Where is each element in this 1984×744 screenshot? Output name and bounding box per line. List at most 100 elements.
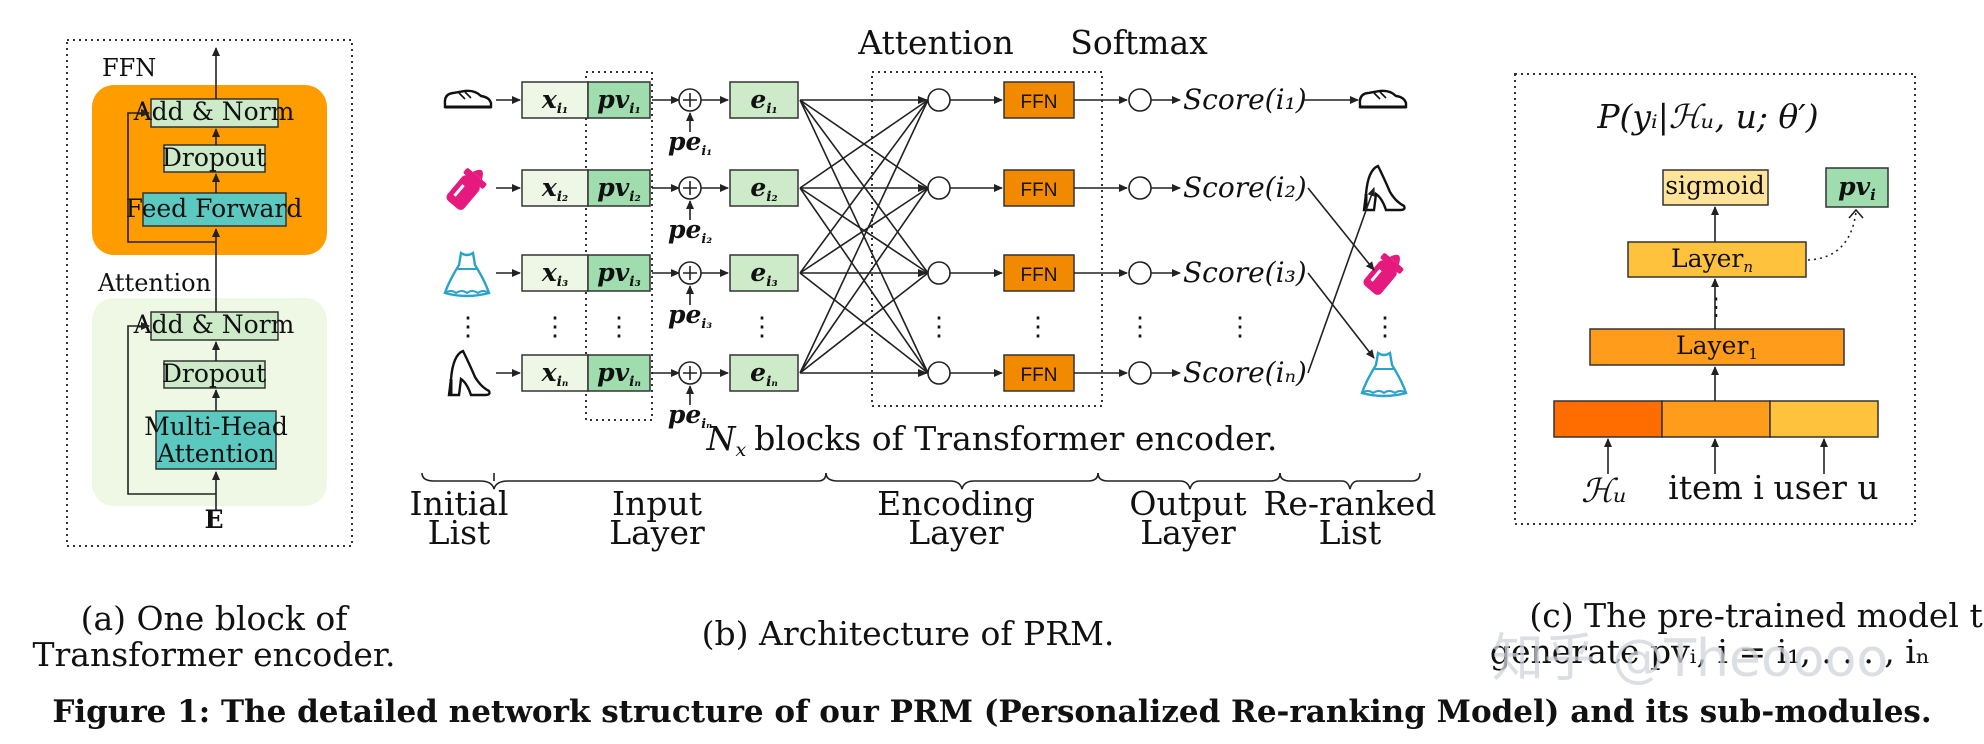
bottle-icon xyxy=(1359,247,1409,299)
shoe-icon xyxy=(443,89,493,109)
score-arg: iₙ xyxy=(1276,356,1296,389)
mha-label-line1: Multi-Head xyxy=(144,412,288,441)
input-feature-label: xiₙ xyxy=(541,358,569,390)
x-sub: i₂ xyxy=(557,189,568,205)
dropout-box-top xyxy=(163,144,266,173)
pe-label: peiₙ xyxy=(668,400,712,432)
input-feature-label: xi₁ xyxy=(541,85,568,117)
e-sub: i₂ xyxy=(766,189,777,205)
input-feature-box xyxy=(521,254,589,292)
rerank-arrow xyxy=(1307,272,1375,359)
pv-output-sub: i xyxy=(1870,186,1876,204)
e-base: e xyxy=(750,85,766,114)
svg-text:⋮: ⋮ xyxy=(926,312,952,342)
pv-label: pvi₂ xyxy=(597,173,640,205)
section-label-line2: Layer xyxy=(609,513,705,552)
embedding-box xyxy=(729,81,799,119)
layer-1-base: Layer xyxy=(1676,331,1748,360)
layer-ellipsis: ⋮ xyxy=(1704,293,1728,321)
input-feature-box xyxy=(521,354,589,392)
encoder-dotted-group xyxy=(871,71,1103,407)
attention-label: Attention xyxy=(97,269,211,297)
ffn-box-label: FFN xyxy=(1021,265,1058,286)
rerank-arrow xyxy=(1307,187,1375,271)
embedding-label: eiₙ xyxy=(750,358,778,390)
dress-icon xyxy=(443,251,491,298)
x-sub: i₃ xyxy=(557,274,568,290)
svg-text:⋮: ⋮ xyxy=(1227,312,1253,342)
pv-box xyxy=(587,169,651,207)
pv-base: pv xyxy=(597,173,629,202)
caption-b: (b) Architecture of PRM. xyxy=(702,614,1115,653)
score-label: Score(i₁) xyxy=(1183,83,1307,116)
score-label: Score(i₃) xyxy=(1183,256,1307,289)
pv-sub: i₁ xyxy=(629,101,640,117)
x-base: x xyxy=(541,85,558,114)
score-label: Score(iₙ) xyxy=(1183,356,1307,389)
score-prefix: Score( xyxy=(1183,256,1277,289)
pv-dotted-group xyxy=(585,71,653,421)
add-norm-label-bottom: Add & Norm xyxy=(133,310,295,339)
attention-header: Attention xyxy=(857,23,1014,62)
score-arg: i₂ xyxy=(1276,171,1296,204)
section-label-line1: Re-ranked xyxy=(1264,484,1437,523)
panel-c: P(yᵢ|ℋᵤ, u; θ′) sigmoid pvi Layern ⋮ Lay… xyxy=(1490,73,1984,671)
shoe-icon xyxy=(1358,89,1408,109)
heel-icon xyxy=(447,349,491,397)
sigmoid-box xyxy=(1662,169,1769,206)
attention-node-icon xyxy=(927,88,951,112)
pe-label: pei₂ xyxy=(668,215,712,247)
x-base: x xyxy=(541,358,558,387)
panel-a: FFN Attention Add & Norm Dropout Feed Fo… xyxy=(32,39,396,674)
pv-sub: i₃ xyxy=(629,274,640,290)
pv-output-label: pvi xyxy=(1838,172,1876,204)
svg-text:⋮: ⋮ xyxy=(542,312,568,342)
pv-sub: iₙ xyxy=(629,374,641,390)
pv-label: pviₙ xyxy=(597,358,641,390)
svg-text:⋮: ⋮ xyxy=(606,312,632,342)
score-arg: i₁ xyxy=(1276,83,1296,116)
ffn-box-label: FFN xyxy=(1021,365,1058,386)
pv-sub: i₂ xyxy=(629,189,640,205)
pe-base: pe xyxy=(668,400,701,429)
heel-icon xyxy=(1362,164,1406,212)
input-segment-user xyxy=(1769,400,1879,438)
input-label-history: ℋᵤ xyxy=(1581,471,1627,510)
score-suffix: ) xyxy=(1295,256,1307,289)
pe-base: pe xyxy=(668,300,701,329)
figure-caption: Figure 1: The detailed network structure… xyxy=(52,694,1931,730)
pe-label: pei₃ xyxy=(668,300,712,332)
softmax-node-icon xyxy=(1128,361,1152,385)
pv-label: pvi₁ xyxy=(597,85,640,117)
section-label-line1: Encoding xyxy=(877,484,1035,523)
pv-output-box xyxy=(1825,167,1889,208)
pe-sub: i₁ xyxy=(701,144,712,159)
e-sub: iₙ xyxy=(766,374,778,390)
e-base: e xyxy=(750,358,766,387)
pv-output-base: pv xyxy=(1838,172,1870,201)
ellipsis-row: ⋮ ⋮ ⋮ ⋮ ⋮ ⋮ ⋮ ⋮ ⋮ xyxy=(455,312,1398,342)
brace-reranked xyxy=(1279,472,1421,490)
caption-a-line2: Transformer encoder. xyxy=(32,635,395,674)
input-feature-box xyxy=(521,169,589,207)
brace-output xyxy=(1097,472,1281,490)
pv-dotted-arrow xyxy=(1807,211,1857,261)
section-label-line2: Layer xyxy=(1140,513,1236,552)
blocks-label-n: N xyxy=(706,419,737,458)
embedding-label: ei₂ xyxy=(750,173,777,205)
pe-sub: i₃ xyxy=(701,317,712,332)
input-segment-history xyxy=(1553,400,1663,438)
svg-text:⋮: ⋮ xyxy=(749,312,775,342)
softmax-header: Softmax xyxy=(1070,23,1208,62)
softmax-node-icon xyxy=(1128,176,1152,200)
feed-forward-label: Feed Forward xyxy=(126,194,303,223)
pv-box xyxy=(587,81,651,119)
layer-1-label: Layer1 xyxy=(1676,331,1758,363)
attention-node-icon xyxy=(927,176,951,200)
dropout-label-bottom: Dropout xyxy=(162,359,266,388)
add-norm-label-top: Add & Norm xyxy=(133,97,295,126)
